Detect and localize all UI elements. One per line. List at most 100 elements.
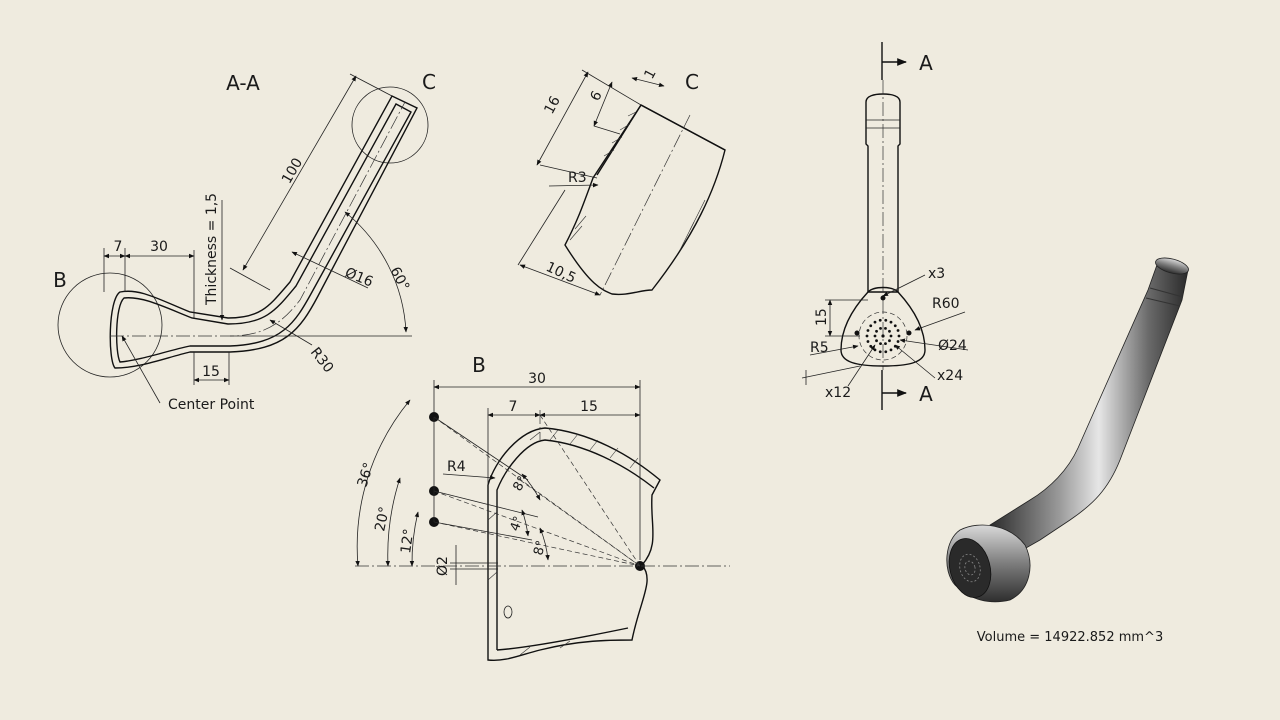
locator-hole-right (906, 330, 912, 336)
dim-6-label: 6 (587, 88, 605, 103)
ext-line-100a (229, 267, 271, 291)
nozzle-hole (873, 348, 877, 352)
front-ext-bottom (801, 365, 861, 379)
x3-leader (882, 274, 926, 297)
angle-12-label: 12° (398, 528, 417, 555)
dim-line-100 (242, 75, 357, 271)
model-ring-1 (1149, 287, 1184, 298)
detail-b-outline (487, 427, 661, 662)
center-point-label: Center Point (168, 397, 255, 413)
front-view: A A x3 R60 Ø24 x24 15 R5 x12 (801, 42, 969, 410)
angle-20-label: 20° (372, 505, 393, 533)
nozzle-hole (869, 324, 873, 328)
nozzle-hole (879, 326, 882, 330)
dim-front-15-label: 15 (814, 308, 830, 326)
nozzle-hole-center (881, 334, 885, 338)
dim-line-6 (593, 81, 613, 127)
angle-8-top-label: 8° (510, 474, 530, 494)
nozzle-hole (888, 329, 891, 333)
x3-label: x3 (928, 266, 945, 282)
detail-b-hole (503, 605, 513, 619)
model-face-holes (959, 553, 981, 583)
r30-label: R30 (307, 345, 337, 377)
dia16-label: Ø16 (343, 265, 376, 291)
nozzle-hole (878, 318, 882, 322)
angle-8-top-arc (521, 473, 541, 501)
detail-b-title: B (472, 353, 486, 377)
dim-line-10-5 (519, 264, 601, 296)
nozzle-hole (897, 334, 901, 338)
x12-label: x12 (825, 385, 851, 401)
nozzle-hole (873, 320, 877, 324)
dia2-label: Ø2 (435, 556, 451, 576)
ext-line-100b (349, 73, 393, 97)
detail-c-centerline (599, 114, 691, 296)
detail-c-view: C 16 6 1 R3 10,5 (517, 66, 726, 296)
model-face (948, 538, 992, 598)
dim-15-label: 15 (202, 364, 220, 380)
thickness-label: Thickness = 1,5 (204, 193, 220, 306)
x24-label: x24 (937, 368, 963, 384)
dia24-label: Ø24 (938, 338, 967, 354)
nozzle-hole (884, 318, 888, 322)
angle-4-label: 4° (508, 514, 527, 533)
detail-c-hatch (569, 111, 706, 251)
nozzle-hole (865, 334, 869, 338)
detail-b-tag: B (53, 268, 67, 292)
nozzle-hole (866, 340, 870, 343)
section-aa-title: A-A (226, 71, 260, 95)
detail-b-circle (57, 272, 163, 378)
angle-8-bot-label: 8° (531, 539, 549, 557)
nozzle-hole (896, 340, 900, 343)
detail-c-outline (564, 104, 726, 296)
locator-hole-top (880, 295, 886, 301)
r5-label: R5 (810, 340, 829, 356)
detail-c-ext-16 (539, 164, 598, 179)
dim-b-7-label: 7 (509, 399, 518, 415)
detail-b-inner-bottom (496, 627, 629, 651)
r5-leader (809, 344, 859, 356)
angle-36-arc (355, 399, 411, 567)
nozzle-hole (879, 342, 882, 346)
dim-b-30-label: 30 (528, 371, 546, 387)
detail-b-view: B (355, 353, 730, 662)
detail-c-end (640, 104, 726, 151)
nozzle-hole (873, 334, 877, 338)
nozzle-hole (889, 348, 893, 352)
dia24-leader (899, 338, 969, 351)
dim-b-15-label: 15 (580, 399, 598, 415)
angle-60-label: 60° (386, 264, 412, 293)
dim-1-label: 1 (641, 66, 659, 81)
center-point-leader (121, 335, 161, 404)
dim-16-label: 16 (541, 94, 564, 117)
nozzle-hole (866, 329, 870, 332)
angle-12-arc (409, 511, 420, 567)
r4-label: R4 (447, 459, 466, 475)
nozzle-hole (869, 344, 873, 348)
nozzle-hole (875, 339, 878, 343)
detail-c-inner-wall (596, 104, 642, 176)
angle-60-arc (344, 211, 408, 333)
nozzle-hole (875, 329, 878, 333)
angle-36-label: 36° (355, 461, 378, 490)
section-aa-view: A-A B C 100 7 30 15 Thickness = 1,5 (53, 70, 436, 413)
angle-4-arc (521, 509, 530, 537)
front-head (840, 286, 926, 367)
dim-line-16 (536, 71, 589, 166)
nozzle-hole (889, 334, 893, 338)
nozzle-hole (889, 320, 893, 324)
r60-leader (914, 311, 966, 331)
x12-leader (847, 344, 876, 387)
nozzle-hole (884, 350, 888, 354)
dim-10-5-label: 10,5 (543, 259, 578, 287)
pipe-centerline (110, 101, 406, 337)
nozzle-hole (878, 350, 882, 354)
r3-leader (548, 182, 599, 188)
nozzle-hole (893, 324, 897, 328)
dim-7-label: 7 (114, 239, 123, 255)
model-tip (1155, 257, 1189, 275)
detail-c-title: C (685, 70, 699, 94)
model-stem (989, 261, 1189, 561)
label-a-bottom: A (919, 382, 933, 406)
